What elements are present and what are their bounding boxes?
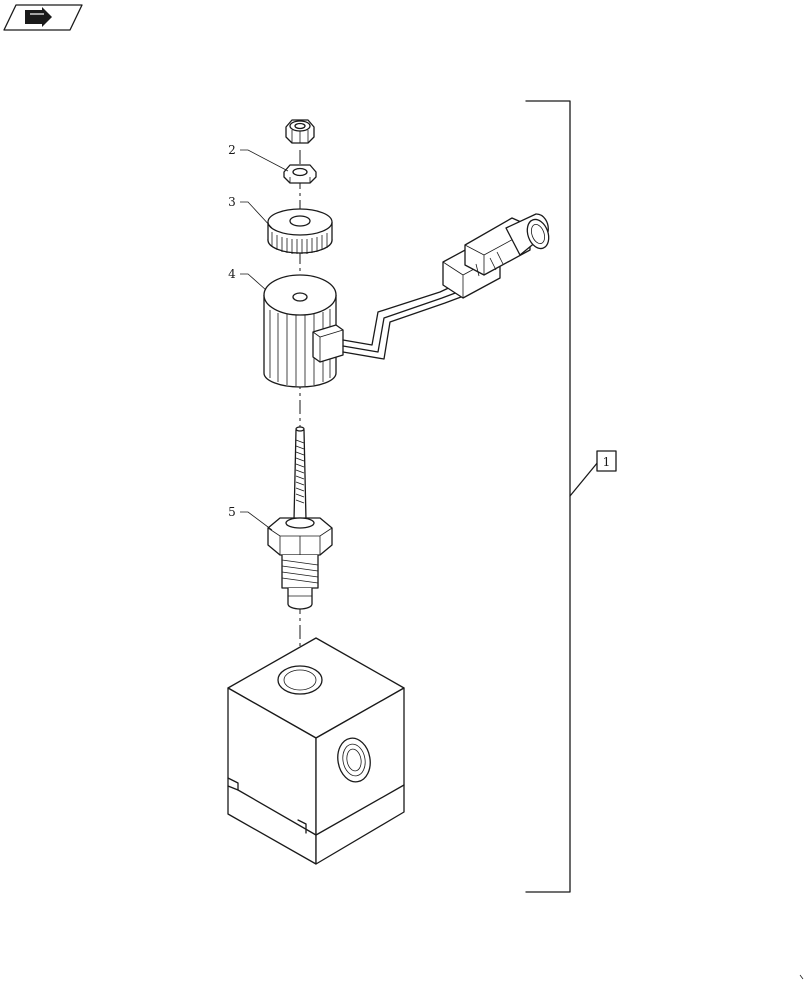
callout-label-4: 4	[228, 267, 236, 281]
callout-label-3: 3	[228, 195, 236, 209]
corner-mark	[799, 974, 804, 980]
wire-harness	[342, 284, 462, 360]
assembly-item-box: 1	[596, 450, 617, 472]
callout-3: 3	[228, 195, 273, 229]
callout-2: 2	[228, 143, 289, 172]
knurled-nut	[267, 208, 333, 254]
solenoid-coil	[263, 274, 344, 388]
assembly-item-label: 1	[603, 455, 611, 469]
plug-connector	[442, 213, 550, 299]
assembly-bracket	[525, 100, 599, 893]
valve-block	[227, 637, 405, 865]
callout-label-2: 2	[228, 143, 236, 157]
callout-label-5: 5	[228, 505, 236, 519]
hex-nut	[285, 119, 315, 144]
callout-4: 4	[228, 267, 267, 291]
valve-cartridge	[267, 426, 333, 610]
washer	[283, 164, 317, 184]
callout-5: 5	[228, 505, 273, 531]
arrow-button-icon[interactable]	[3, 4, 83, 31]
